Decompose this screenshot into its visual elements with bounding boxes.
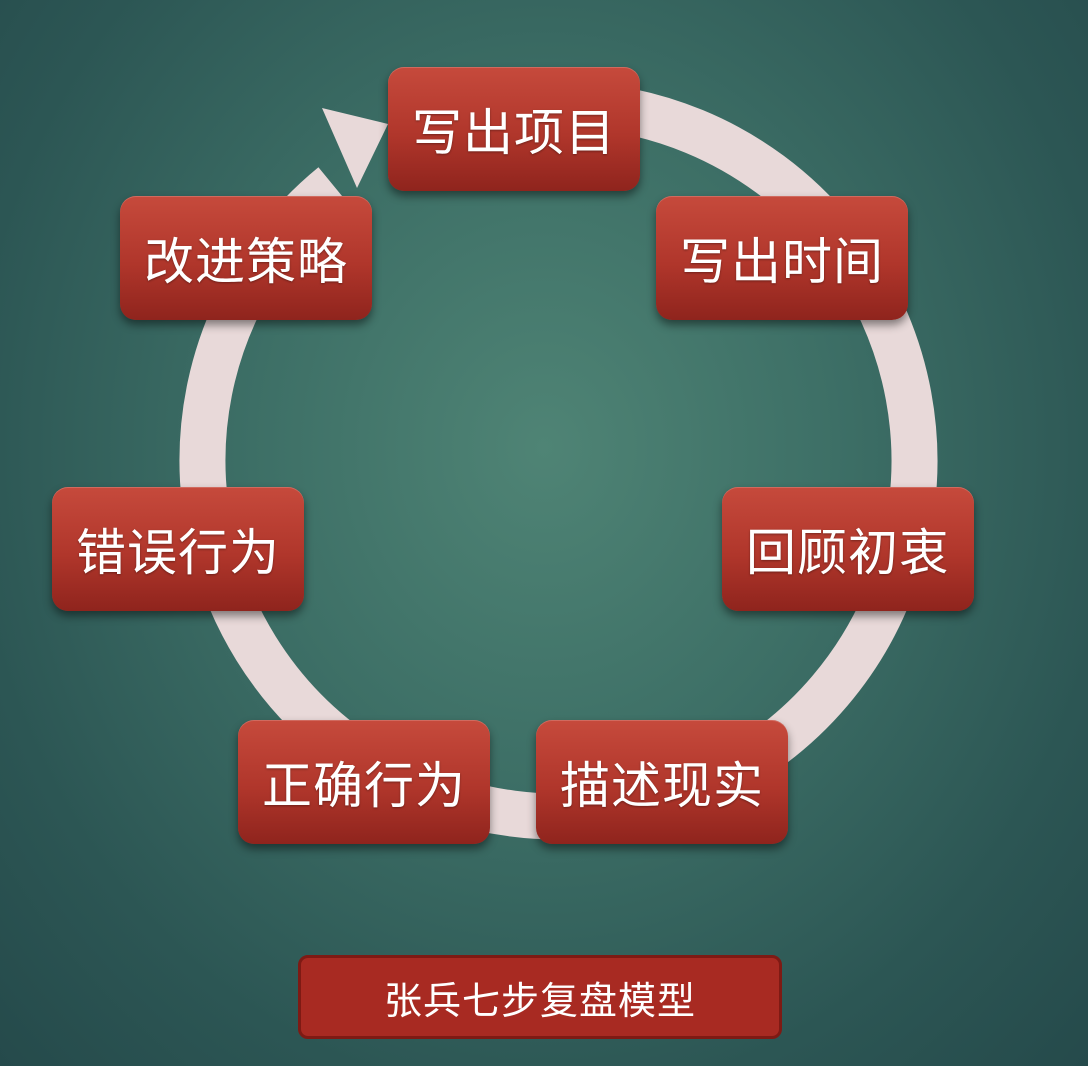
model-title: 张兵七步复盘模型 xyxy=(383,978,696,1023)
step-6-wrong-behavior: 错误行为 xyxy=(52,487,304,611)
step-3-label: 回顾初衷 xyxy=(746,524,950,582)
step-5-label: 正确行为 xyxy=(262,757,466,815)
step-4-label: 描述现实 xyxy=(560,757,764,815)
step-1-label: 写出项目 xyxy=(412,104,616,162)
step-2-write-time: 写出时间 xyxy=(656,196,908,320)
model-title-box: 张兵七步复盘模型 xyxy=(298,955,782,1039)
step-4-describe-reality: 描述现实 xyxy=(536,720,788,844)
step-5-correct-behavior: 正确行为 xyxy=(238,720,490,844)
step-2-label: 写出时间 xyxy=(680,233,884,291)
step-3-review-intention: 回顾初衷 xyxy=(722,487,974,611)
step-7-label: 改进策略 xyxy=(144,233,348,291)
step-7-improve-strategy: 改进策略 xyxy=(120,196,372,320)
step-1-write-project: 写出项目 xyxy=(388,67,640,191)
cycle-arrow-icon xyxy=(322,108,388,188)
step-6-label: 错误行为 xyxy=(76,524,280,582)
